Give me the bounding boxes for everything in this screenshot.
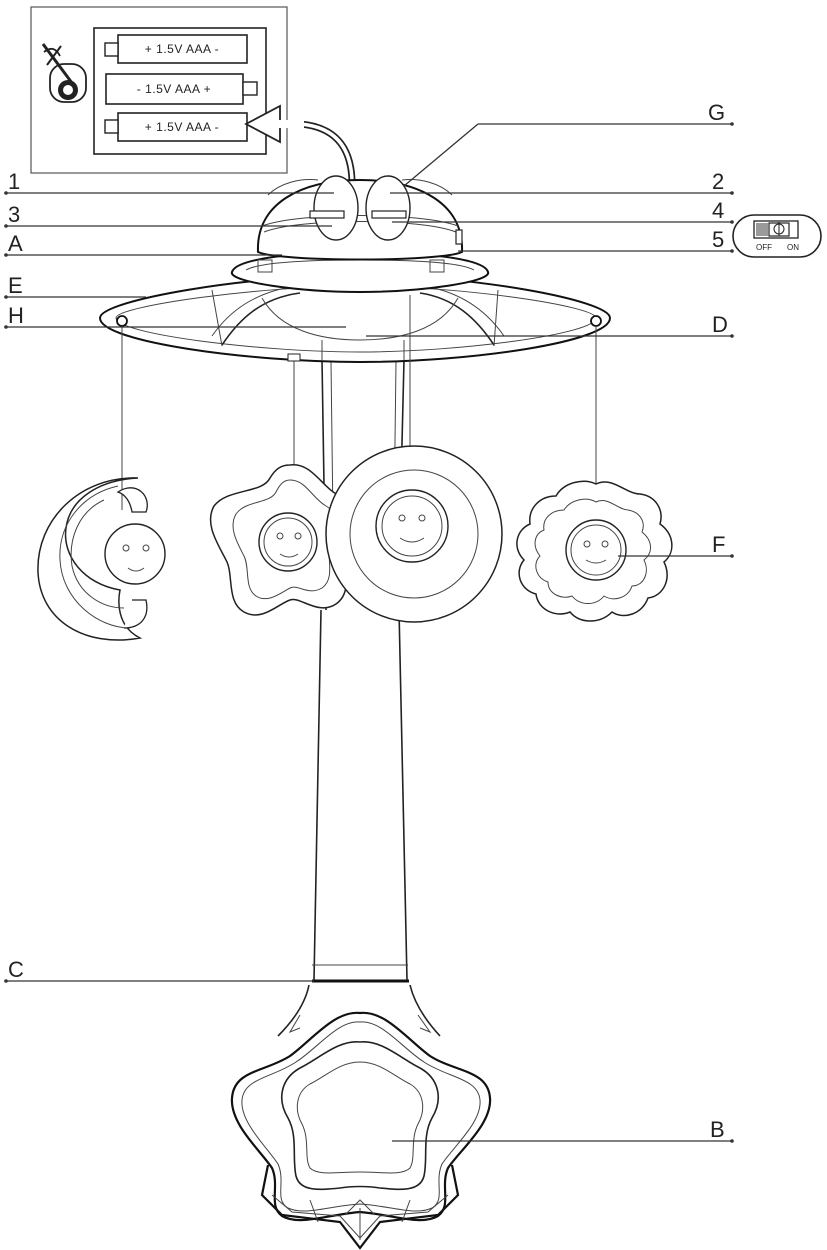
screwdriver-icon bbox=[41, 43, 87, 103]
callout-2: 2 bbox=[712, 169, 724, 194]
callout-D: D bbox=[712, 312, 728, 337]
star-toy bbox=[209, 464, 352, 616]
switch-knob bbox=[756, 223, 768, 236]
battery-1-label: + 1.5V AAA - bbox=[145, 42, 219, 56]
callout-E: E bbox=[8, 273, 23, 298]
callout-1: 1 bbox=[8, 169, 20, 194]
inner-dome bbox=[261, 297, 459, 360]
flower-toy bbox=[516, 480, 673, 622]
callout-4: 4 bbox=[712, 198, 724, 223]
battery-2: - 1.5V AAA + bbox=[105, 73, 258, 105]
battery-1: + 1.5V AAA - bbox=[104, 34, 248, 64]
battery-3-label: + 1.5V AAA - bbox=[145, 120, 219, 134]
switch-off-label: OFF bbox=[756, 243, 772, 252]
callout-3: 3 bbox=[8, 202, 20, 227]
projector-lens-left bbox=[313, 175, 359, 241]
callout-F: F bbox=[712, 532, 725, 557]
projector-head bbox=[256, 175, 464, 261]
projector-lens-right bbox=[365, 175, 411, 241]
callout-A: A bbox=[8, 231, 23, 256]
callout-lines bbox=[4, 122, 734, 1143]
crib-clamp bbox=[230, 1011, 492, 1250]
battery-inset: + 1.5V AAA - - 1.5V AAA + + 1.5V AAA - bbox=[30, 6, 288, 174]
battery-compartment bbox=[93, 27, 267, 155]
callout-G: G bbox=[708, 100, 725, 125]
moon-toy bbox=[37, 477, 166, 641]
callout-5: 5 bbox=[712, 227, 724, 252]
battery-3: + 1.5V AAA - bbox=[104, 112, 248, 142]
power-switch-detail: OFF ON bbox=[732, 214, 822, 258]
callout-C: C bbox=[8, 957, 24, 982]
arm-collar bbox=[277, 964, 441, 1037]
callout-H: H bbox=[8, 303, 24, 328]
battery-2-label: - 1.5V AAA + bbox=[137, 82, 211, 96]
circle-toy bbox=[325, 445, 503, 623]
curved-arrow-icon bbox=[244, 104, 356, 181]
switch-on-label: ON bbox=[787, 243, 799, 252]
callout-labels: G 1 2 3 4 A 5 E H D F C B bbox=[8, 100, 728, 1142]
canopy-ring bbox=[98, 273, 612, 364]
callout-B: B bbox=[710, 1117, 725, 1142]
